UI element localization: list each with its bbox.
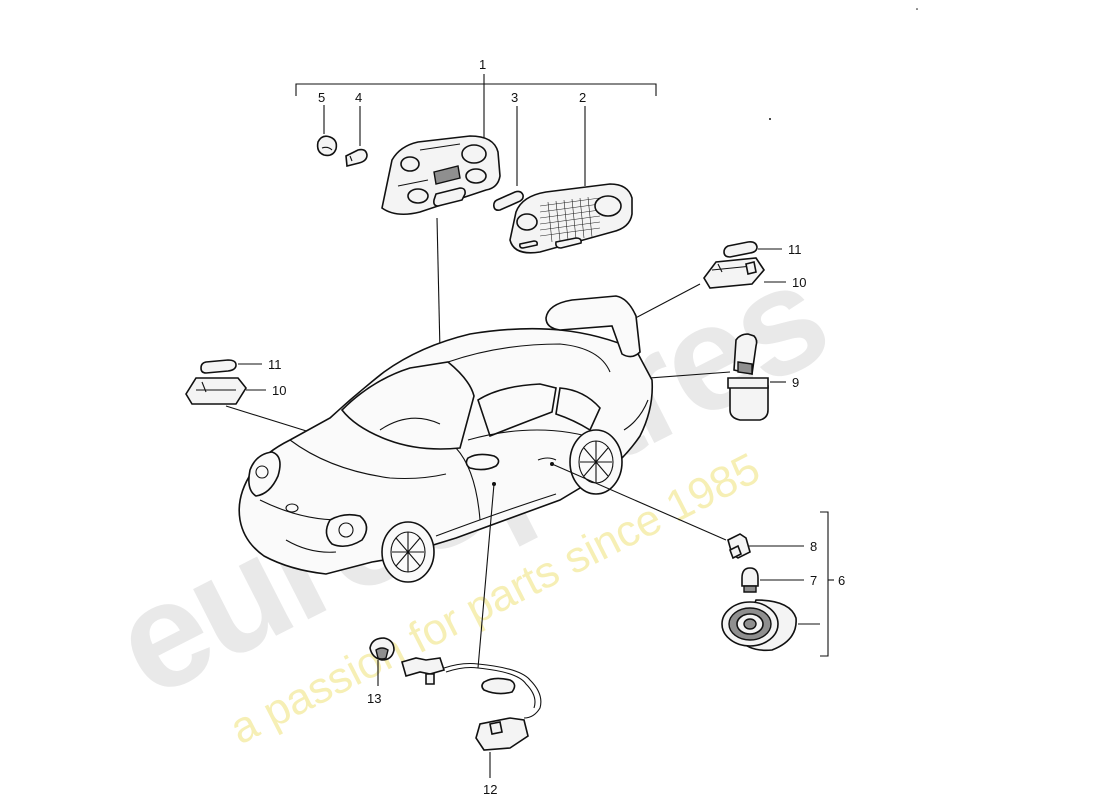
callout-11-right: 11	[788, 242, 802, 257]
switch-icon	[727, 333, 769, 421]
callout-6: 6	[838, 573, 845, 588]
socket-icon	[727, 533, 751, 560]
callout-12: 12	[483, 782, 497, 797]
clip-icon	[369, 637, 395, 661]
callout-13: 13	[367, 691, 381, 706]
callout-4: 4	[355, 90, 362, 105]
callout-7: 7	[810, 573, 817, 588]
bulb-icon	[723, 241, 758, 258]
roof-console-icon	[381, 135, 501, 216]
callout-8: 8	[810, 539, 817, 554]
speaker-icon	[721, 599, 797, 652]
callout-10-left: 10	[272, 383, 286, 398]
bracket-group-6	[820, 511, 829, 657]
callout-9: 9	[792, 375, 799, 390]
socket-icon	[316, 135, 338, 157]
callout-3: 3	[511, 90, 518, 105]
callout-11-left: 11	[268, 357, 282, 372]
callout-10-right: 10	[792, 275, 806, 290]
lens-panel-icon	[509, 183, 633, 254]
callout-2: 2	[579, 90, 586, 105]
bracket-group-1	[295, 74, 657, 140]
car-illustration	[238, 295, 654, 583]
lamp-housing-icon	[703, 257, 766, 289]
bulb-icon	[200, 359, 237, 374]
bulb-icon	[493, 190, 524, 211]
cable-icon	[401, 657, 542, 751]
bulb-icon	[345, 148, 368, 168]
callout-1: 1	[479, 57, 486, 72]
callout-5: 5	[318, 90, 325, 105]
lamp-housing-icon	[185, 377, 247, 405]
bulb-icon	[741, 567, 759, 593]
